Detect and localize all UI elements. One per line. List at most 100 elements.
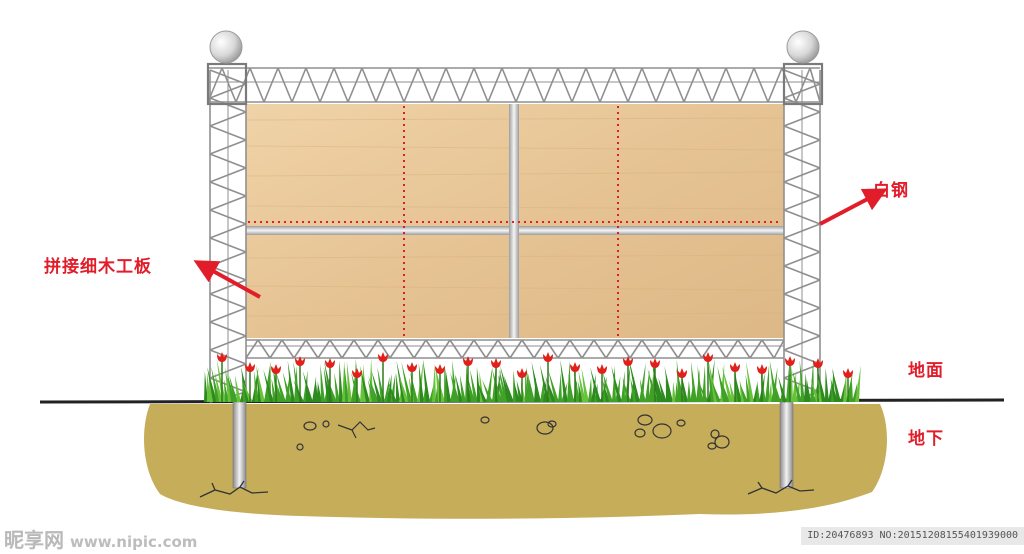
right-truss-column-diagonal <box>783 265 821 281</box>
top-truss-beam-diagonal <box>389 67 405 103</box>
tulip-bloom <box>325 358 335 368</box>
tulip-bloom <box>597 364 607 374</box>
bottom-truss-beam-diagonal <box>401 339 415 359</box>
grass-blade <box>658 377 667 402</box>
left-truss-column-diagonal <box>209 363 247 379</box>
steel-truss-frame <box>206 62 824 403</box>
tulip-bloom <box>650 358 660 368</box>
tulip-bloom <box>843 368 853 378</box>
tulip-bloom <box>757 364 767 374</box>
right-truss-column-diagonal <box>783 293 821 309</box>
grass-blade <box>590 366 601 402</box>
grass-blade <box>740 383 748 402</box>
grass-blade <box>450 372 460 402</box>
top-truss-beam-diagonal <box>445 67 461 103</box>
grass-blade <box>346 360 352 402</box>
right-truss-column-diagonal <box>783 195 821 211</box>
left-truss-column-diagonal <box>209 223 247 239</box>
tulip-bloom <box>813 358 823 368</box>
tulip-bloom <box>295 356 305 366</box>
grass-blade <box>302 371 313 402</box>
label-spliced-plywood: 拼接细木工板 <box>44 257 152 277</box>
top-truss-beam-diagonal <box>333 67 349 103</box>
bottom-truss-beam-diagonal <box>497 339 511 359</box>
grass-blade <box>418 363 424 402</box>
grass-blade <box>622 378 631 402</box>
top-truss-beam-diagonal <box>795 67 811 103</box>
tulip <box>730 362 740 402</box>
top-truss-beam-diagonal <box>221 67 237 103</box>
bottom-truss-beam-diagonal <box>641 339 655 359</box>
right-truss-column-diagonal <box>783 307 821 323</box>
left-truss-column-diagonal <box>209 293 247 309</box>
right-truss-column-diagonal <box>783 83 821 99</box>
grass-blade <box>690 361 697 402</box>
bottom-truss-beam-diagonal <box>317 339 331 359</box>
bottom-truss-beam-diagonal <box>677 339 691 359</box>
grass-blade <box>722 366 733 402</box>
grass-blade <box>612 365 616 402</box>
tulip <box>650 358 660 402</box>
tulip-bloom <box>463 356 473 366</box>
grass-blade <box>611 365 622 402</box>
grass-blade <box>360 369 364 402</box>
bottom-truss-beam-diagonal <box>389 339 403 359</box>
left-truss-column-diagonal <box>209 83 247 99</box>
bottom-truss-beam-diagonal <box>509 339 523 359</box>
grass-blade <box>326 376 337 402</box>
grass-blade <box>672 381 676 402</box>
top-truss-beam-diagonal <box>599 67 615 103</box>
top-truss-beam-diagonal <box>613 67 629 103</box>
grass-blade <box>629 359 640 402</box>
left-corner-joint <box>206 62 248 106</box>
top-truss-beam-diagonal <box>809 67 821 103</box>
right-truss-column-diagonal <box>783 111 821 127</box>
bottom-truss-beam-diagonal <box>533 339 547 359</box>
grass-blade <box>799 359 805 402</box>
grass-blade <box>527 371 535 402</box>
tulip-bloom <box>703 352 713 362</box>
grass-blade <box>711 380 721 402</box>
tulip-bloom <box>491 358 501 368</box>
top-truss-beam-diagonal <box>753 67 769 103</box>
left-truss-column-diagonal <box>209 335 247 351</box>
top-truss-beam-diagonal <box>571 67 587 103</box>
top-truss-beam-diagonal <box>375 67 391 103</box>
grass-blade <box>359 365 370 402</box>
tulip <box>703 352 713 402</box>
top-truss-beam-diagonal <box>683 67 699 103</box>
grass-blade <box>568 373 574 402</box>
grass-blade <box>786 367 790 402</box>
grass-blade <box>207 366 217 402</box>
top-truss-beam-diagonal <box>669 67 685 103</box>
left-truss-column-diagonal <box>209 139 247 155</box>
grass-blade <box>843 371 847 402</box>
bottom-truss-beam-diagonal <box>737 339 751 359</box>
tulip <box>407 362 417 402</box>
left-truss-column-diagonal <box>209 181 247 197</box>
grass-blade <box>778 376 787 402</box>
left-truss-column-diagonal <box>209 321 247 337</box>
tulip-bloom <box>677 368 687 378</box>
grass-blade <box>828 382 832 402</box>
grass-blade <box>825 367 829 402</box>
bottom-truss-beam-diagonal <box>305 339 319 359</box>
left-truss-column-diagonal <box>209 307 247 323</box>
tulip-bloom <box>543 352 553 362</box>
bottom-truss-beam-diagonal <box>617 339 631 359</box>
tulip <box>378 352 388 402</box>
label-white-steel: 白钢 <box>873 181 909 201</box>
grass-blade <box>735 374 742 402</box>
grass-blade <box>368 375 379 402</box>
top-truss-beam-diagonal <box>305 67 321 103</box>
top-truss-beam-diagonal <box>641 67 657 103</box>
top-truss-beam-diagonal <box>487 67 503 103</box>
bottom-truss-beam-diagonal <box>653 339 667 359</box>
bottom-truss-beam-diagonal <box>749 339 763 359</box>
tulip <box>352 368 362 402</box>
steel-arrow <box>819 188 888 226</box>
bottom-truss-beam-diagonal <box>629 339 643 359</box>
right-truss-column-diagonal <box>783 209 821 225</box>
bottom-truss-beam-diagonal <box>665 339 679 359</box>
top-truss-beam-diagonal <box>249 67 265 103</box>
